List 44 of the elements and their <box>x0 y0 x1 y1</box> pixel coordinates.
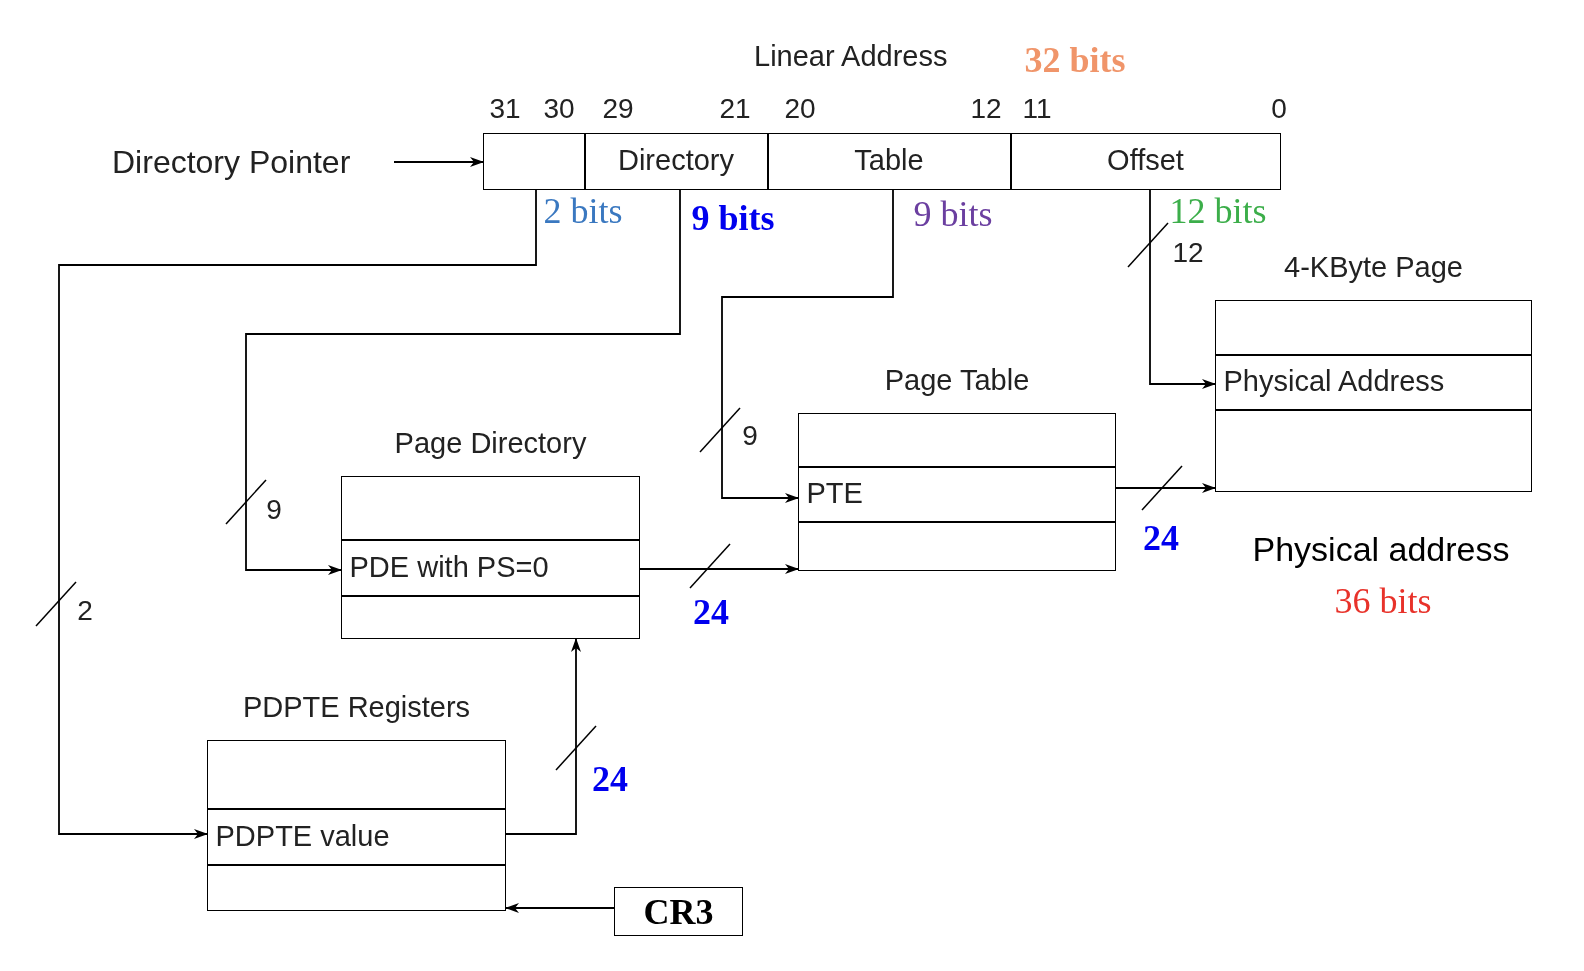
caption-text: Physical address <box>1252 528 1510 570</box>
edge-label: 24 <box>693 591 729 634</box>
bit-count-label: 2 bits <box>543 190 623 233</box>
pointer-label: Directory Pointer <box>112 144 394 180</box>
arrow <box>1115 483 1216 493</box>
arrow <box>245 189 681 575</box>
bit-number: 20 <box>784 92 816 126</box>
bit-count-label: 12 bits <box>1169 190 1267 233</box>
bit-field: Table <box>767 132 1011 190</box>
table-heading: Page Table <box>884 362 1030 398</box>
arrow <box>1149 189 1216 389</box>
edge-label: 2 <box>77 594 93 628</box>
table-heading: Linear Address <box>754 38 948 74</box>
bit-number: 30 <box>543 92 575 126</box>
bit-number: 0 <box>1271 92 1287 126</box>
arrow <box>721 189 894 503</box>
edge-label: 9 <box>266 493 282 527</box>
caption-text: 36 bits <box>1334 580 1432 623</box>
table-row: PDPTE value <box>206 808 506 865</box>
table-heading: Page Directory <box>394 425 587 461</box>
register-box: CR3 <box>614 887 743 936</box>
edge-label: 9 <box>742 419 758 453</box>
edge-label: 24 <box>1143 517 1179 560</box>
bit-count-label: 9 bits <box>913 193 993 236</box>
table-heading: PDPTE Registers <box>242 689 471 725</box>
arrow <box>505 903 615 913</box>
edge-label: 24 <box>592 758 628 801</box>
arrow <box>393 157 484 167</box>
edge-label: 12 <box>1172 236 1204 270</box>
bit-number: 21 <box>719 92 751 126</box>
table-row: PDE with PS=0 <box>340 539 640 596</box>
arrow <box>505 638 581 835</box>
bit-number: 29 <box>602 92 634 126</box>
arrow <box>639 564 799 574</box>
table-row: PTE <box>797 466 1116 522</box>
arrow <box>58 189 537 839</box>
bit-count-label: 9 bits <box>691 197 775 240</box>
bit-number: 11 <box>1022 92 1052 126</box>
bit-count-label: 32 bits <box>1024 39 1126 82</box>
bit-number: 12 <box>970 92 1002 126</box>
bit-number: 31 <box>489 92 521 126</box>
bit-field: Directory <box>584 132 768 190</box>
table-row: Physical Address <box>1214 354 1532 410</box>
table-heading: 4-KByte Page <box>1284 249 1463 285</box>
